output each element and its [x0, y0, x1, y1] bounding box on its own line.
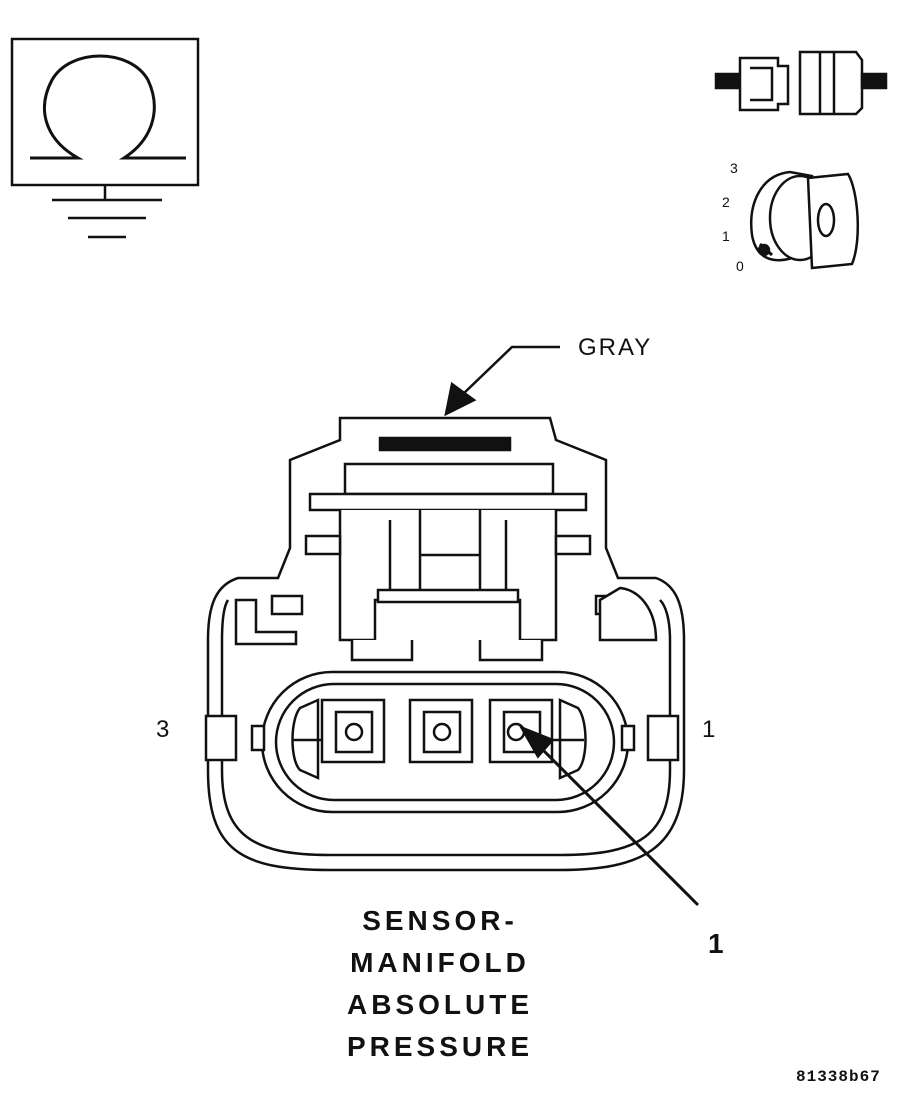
callout-number: 1 [708, 928, 724, 959]
pin-number-right: 1 [702, 716, 716, 743]
ignition-position-1: 1 [722, 228, 730, 244]
connector-color-label: GRAY [578, 334, 653, 361]
connector-body [204, 416, 686, 872]
terminal-cavity-2 [408, 698, 474, 764]
ignition-position-2: 2 [722, 194, 730, 210]
connector-name-line-2: MANIFOLD [350, 947, 530, 978]
connector-disconnected-icon [714, 50, 888, 116]
ignition-position-3: 3 [730, 160, 738, 176]
connector-name: SENSOR- MANIFOLD ABSOLUTE PRESSURE [330, 900, 550, 1068]
pin-number-left: 3 [156, 716, 170, 743]
ignition-off-icon [750, 170, 860, 270]
callout-leader [518, 725, 700, 907]
reference-code: 81338b67 [796, 1068, 881, 1086]
color-leader-arrow [444, 345, 560, 417]
connector-name-line-4: PRESSURE [346, 1031, 534, 1062]
connector-name-line-1: SENSOR- [362, 905, 518, 936]
connector-name-line-3: ABSOLUTE [347, 989, 533, 1020]
ignition-position-0: 0 [736, 258, 744, 274]
ohmmeter-ground-icon [10, 37, 200, 239]
terminal-cavity-3 [291, 698, 386, 780]
